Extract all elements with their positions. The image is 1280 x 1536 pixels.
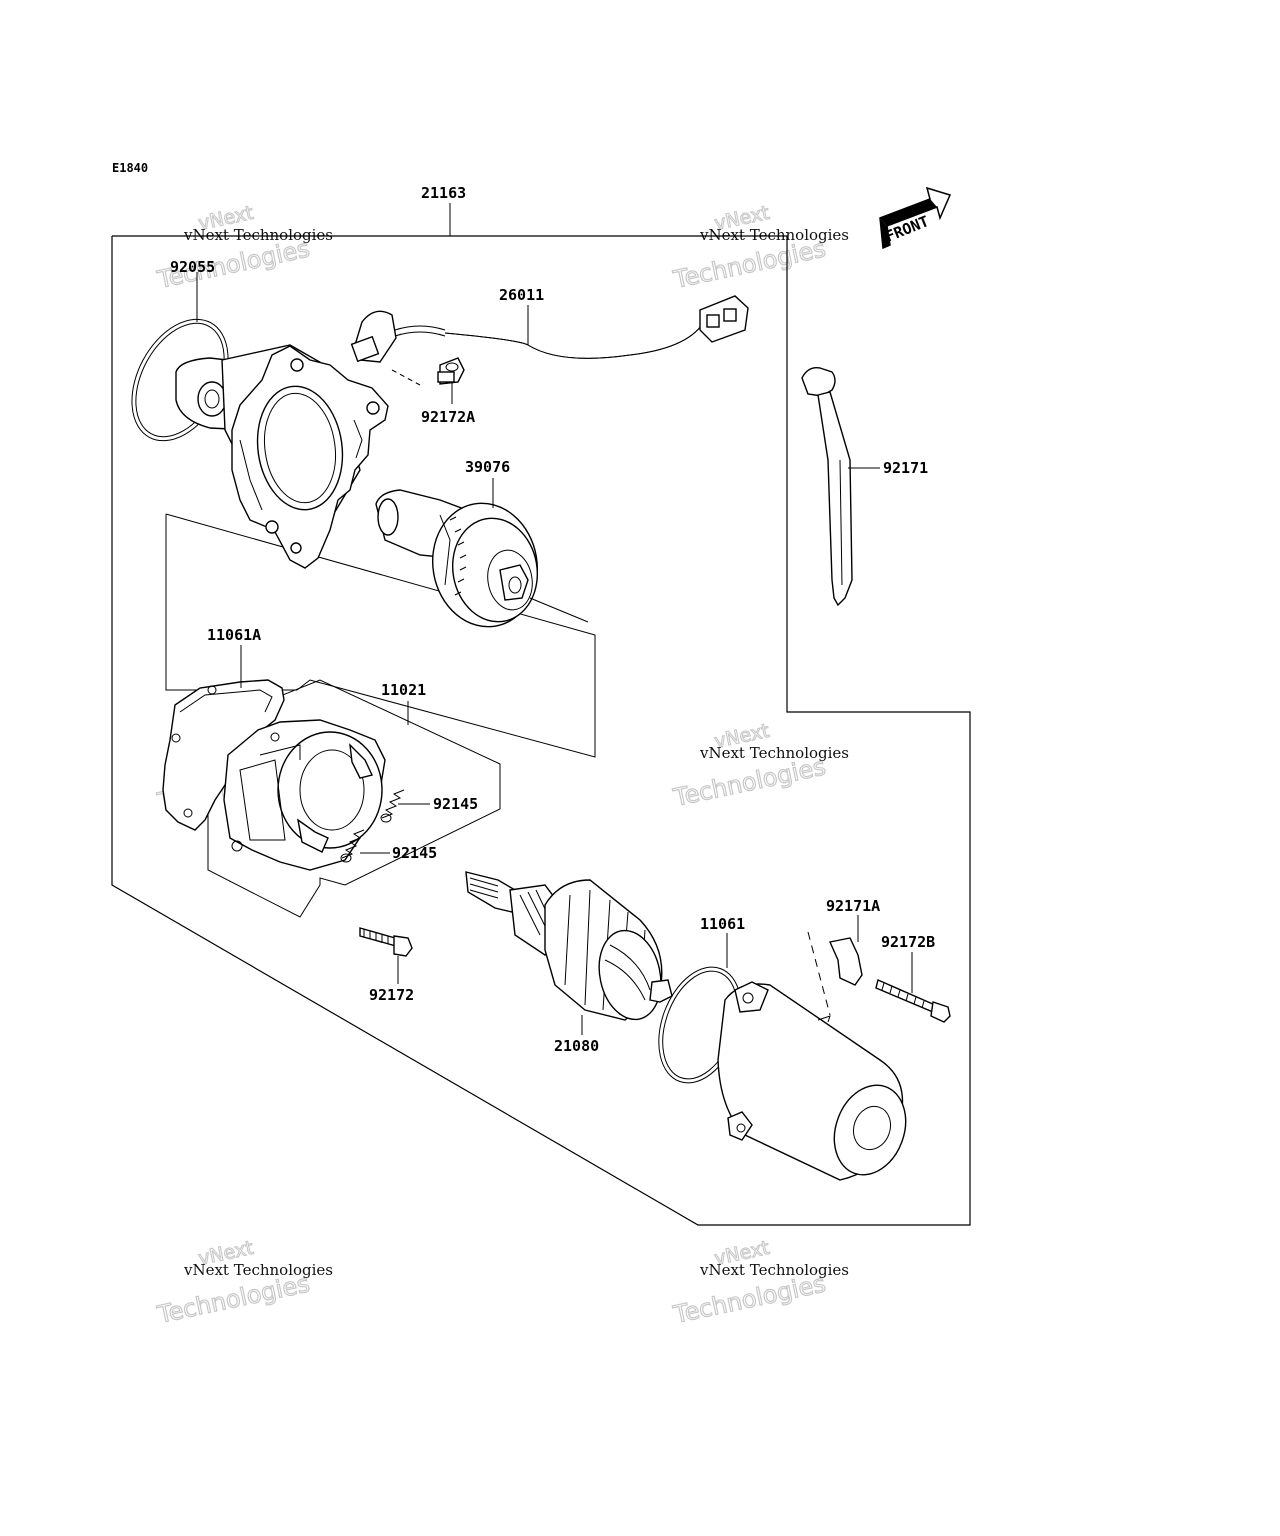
callout-92055: 92055 bbox=[170, 258, 215, 276]
yoke-housing bbox=[717, 981, 907, 1181]
callout-26011: 26011 bbox=[499, 286, 544, 304]
watermark-top-right: vNext vNext Technologies Technologies bbox=[670, 201, 849, 294]
leader-lines bbox=[196, 272, 913, 1035]
sub-assembly-outlines bbox=[165, 513, 596, 918]
callout-92172A: 92172A bbox=[421, 408, 475, 426]
callout-39076: 39076 bbox=[465, 458, 510, 476]
armature-21080 bbox=[465, 871, 673, 1021]
pinion-clutch-39076 bbox=[375, 489, 589, 628]
callout-92171A: 92171A bbox=[826, 897, 880, 915]
front-housing bbox=[175, 344, 389, 569]
callout-92145-lower: 92145 bbox=[392, 844, 437, 862]
callout-21080: 21080 bbox=[554, 1037, 599, 1055]
spring-92145-upper bbox=[380, 789, 405, 823]
callout-21163: 21163 bbox=[421, 184, 466, 202]
bolt-92172A bbox=[437, 357, 465, 385]
diagram-code: E1840 bbox=[112, 161, 148, 175]
callout-11021: 11021 bbox=[381, 681, 426, 699]
callout-92172B: 92172B bbox=[881, 933, 935, 951]
bolt-92172B bbox=[875, 979, 951, 1023]
watermark-vnext-technologies: vNext Technologies bbox=[699, 744, 849, 762]
assembly-frame bbox=[111, 203, 971, 1226]
callout-11061A: 11061A bbox=[207, 626, 261, 644]
watermark-vnext-technologies: vNext Technologies bbox=[699, 1261, 849, 1279]
brush-holder-11021 bbox=[223, 719, 386, 871]
watermark-middle-right: vNext vNext Technologies Technologies bbox=[670, 719, 849, 812]
watermark-vnext-technologies: vNext Technologies bbox=[183, 226, 333, 244]
callout-11061: 11061 bbox=[700, 915, 745, 933]
callout-labels: 21163 92055 26011 92172A 39076 92171 110… bbox=[170, 184, 935, 1055]
clamp-92171A bbox=[807, 931, 863, 1016]
lead-wire-26011 bbox=[350, 295, 749, 386]
watermark-bottom-right: vNext vNext Technologies Technologies bbox=[670, 1236, 849, 1329]
watermark-vnext-technologies: vNext Technologies bbox=[699, 226, 849, 244]
callout-92172: 92172 bbox=[369, 986, 414, 1004]
callout-92145-upper: 92145 bbox=[433, 795, 478, 813]
cable-tie-92171 bbox=[801, 367, 853, 607]
watermark-bottom-left: vNext vNext Technologies Technologies bbox=[154, 1236, 333, 1329]
spring-92145-lower bbox=[340, 829, 365, 863]
watermark-vnext-technologies: vNext Technologies bbox=[183, 1261, 333, 1279]
callout-92171: 92171 bbox=[883, 459, 928, 477]
front-arrow-icon: FRONT bbox=[879, 186, 952, 250]
bolt-92172 bbox=[359, 927, 413, 957]
watermark-top-left: vNext vNext Technologies Technologies bbox=[154, 201, 333, 294]
